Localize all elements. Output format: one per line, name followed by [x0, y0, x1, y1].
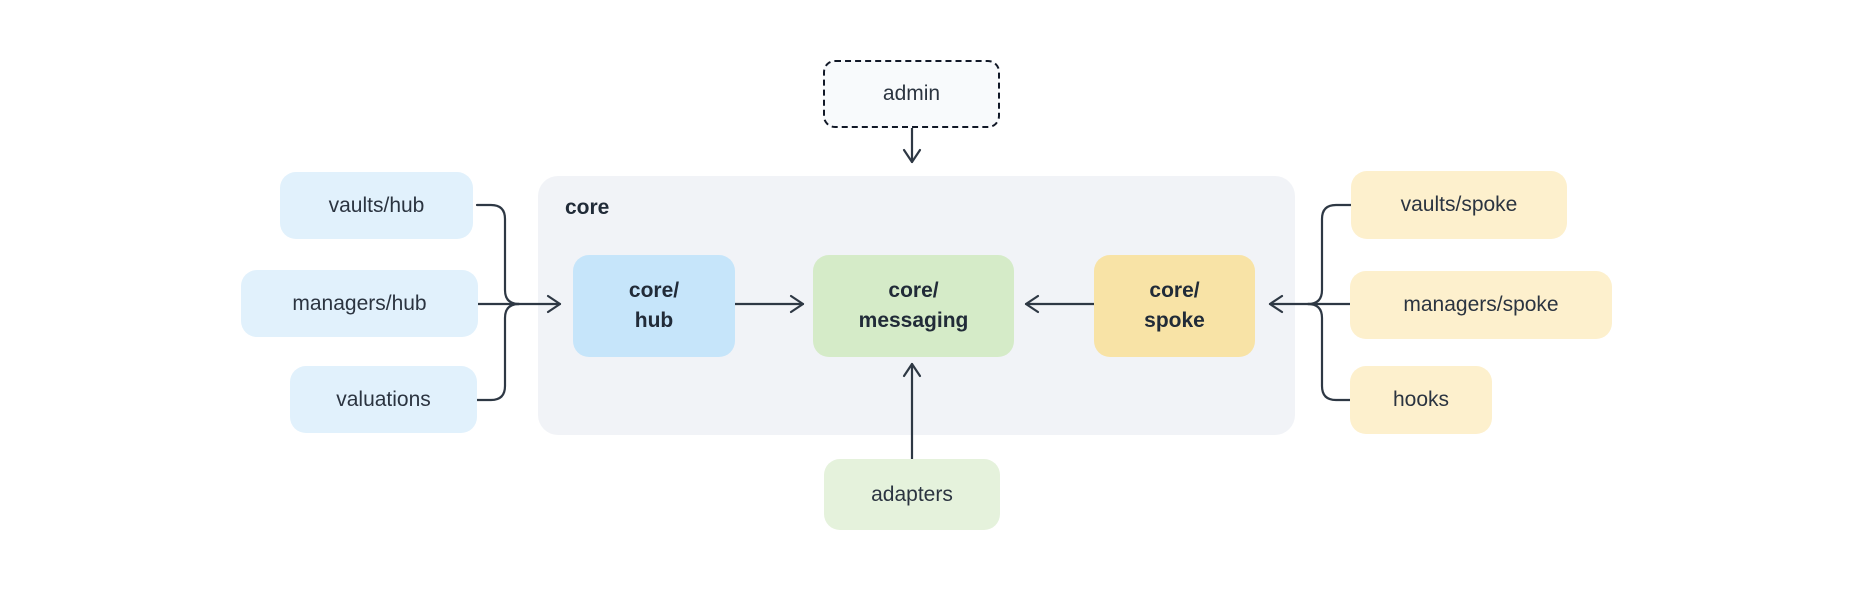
- node-core-hub-label: core/ hub: [628, 279, 680, 332]
- edge-valuations-merge: [475, 302, 521, 402]
- edge-vaults-spoke-merge: [1306, 203, 1353, 306]
- node-hooks-label: hooks: [1392, 388, 1450, 411]
- node-adapters-label: adapters: [871, 482, 953, 506]
- node-admin-label: admin: [882, 82, 941, 105]
- node-managers-spoke-label: managers/spoke: [1403, 293, 1559, 316]
- node-vaults-hub: vaults/hub: [280, 172, 473, 239]
- node-managers-hub: managers/hub: [241, 270, 478, 337]
- node-managers-hub-label: managers/hub: [292, 291, 427, 315]
- node-vaults-spoke-label: vaults/spoke: [1400, 193, 1518, 216]
- node-valuations-label: valuations: [336, 387, 431, 411]
- edge-vaults-hub-merge: [475, 203, 521, 306]
- node-vaults-spoke: vaults/spoke: [1351, 171, 1567, 239]
- edge-hooks-merge: [1306, 302, 1352, 402]
- node-core-spoke: core/ spoke: [1094, 255, 1255, 357]
- node-adapters: adapters: [824, 459, 1000, 530]
- node-managers-spoke: managers/spoke: [1350, 271, 1612, 339]
- node-admin: admin: [823, 60, 1000, 128]
- node-core-spoke-label: core/ spoke: [1144, 279, 1205, 332]
- core-group-label: core: [565, 196, 610, 219]
- node-core-messaging: core/ messaging: [813, 255, 1014, 357]
- node-hooks: hooks: [1350, 366, 1492, 434]
- node-valuations: valuations: [290, 366, 477, 433]
- node-core-hub: core/ hub: [573, 255, 735, 357]
- node-vaults-hub-label: vaults/hub: [328, 193, 425, 217]
- node-core-messaging-label: core/ messaging: [858, 279, 969, 332]
